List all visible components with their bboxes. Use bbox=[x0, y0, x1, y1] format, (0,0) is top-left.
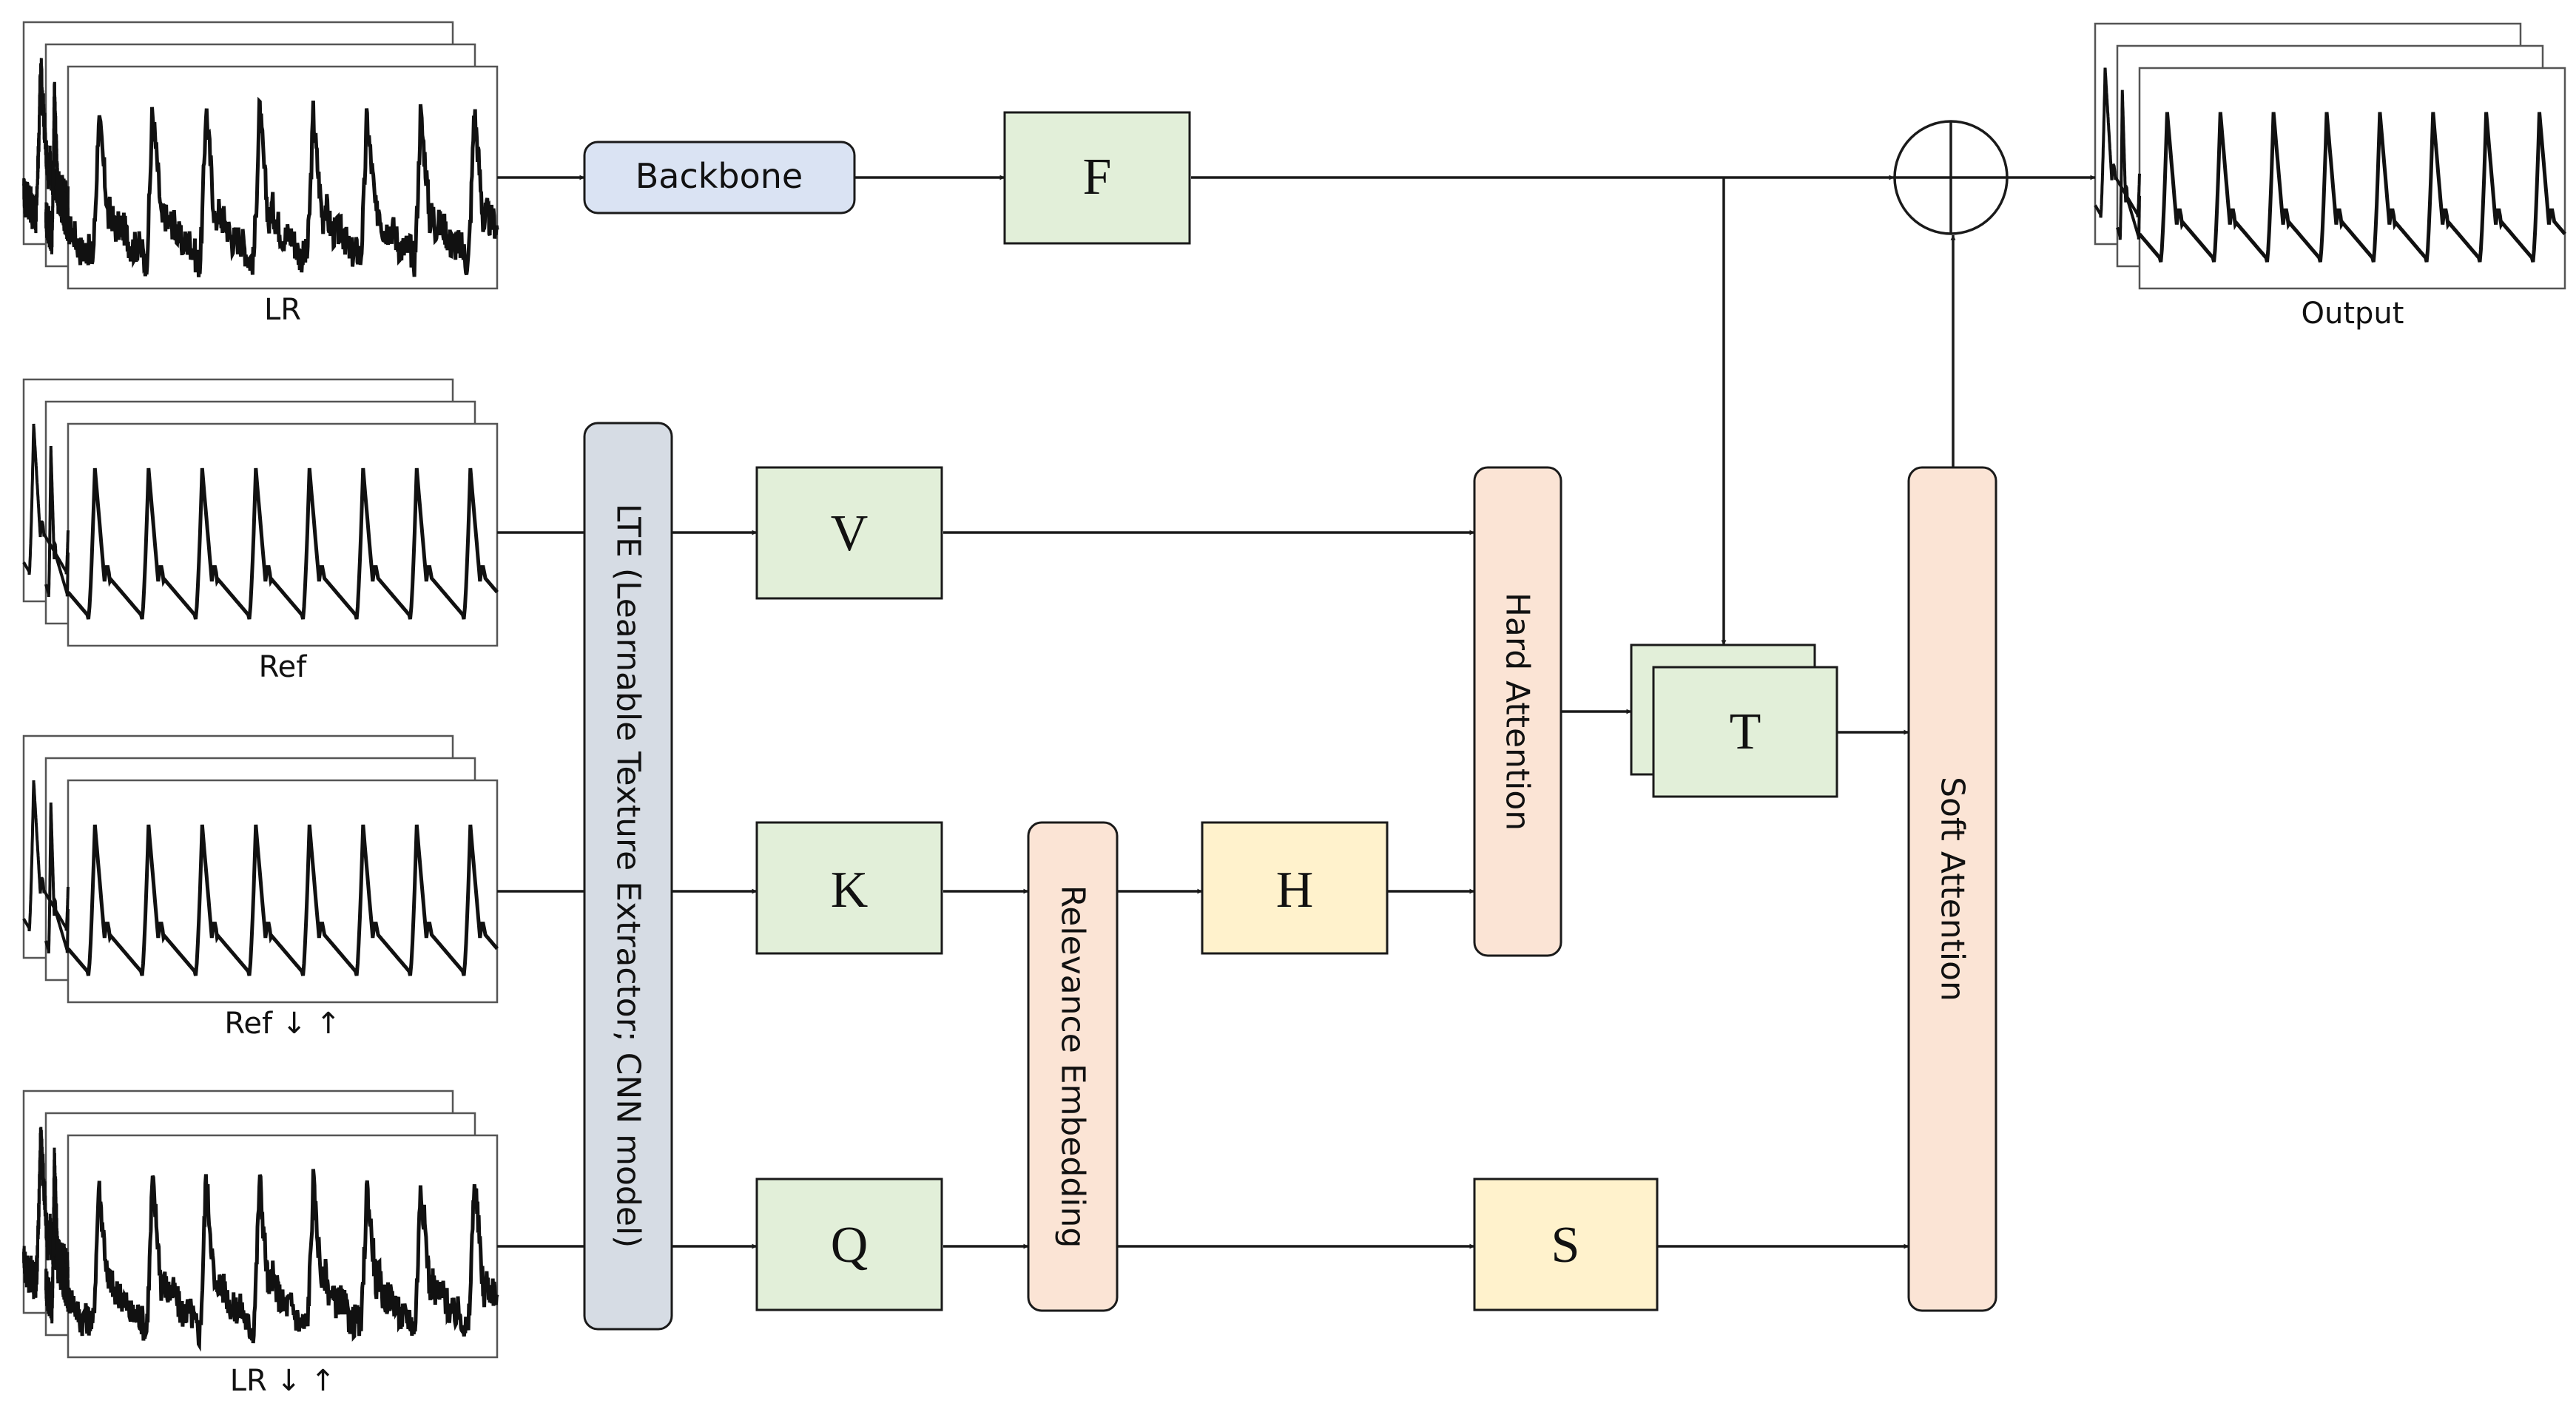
feature-v: V bbox=[755, 466, 943, 600]
feature-k: K bbox=[755, 821, 943, 955]
svg-text:F: F bbox=[1083, 149, 1112, 206]
ref-down-up-input-stack: Ref ↓ ↑ bbox=[22, 734, 499, 1041]
svg-text:H: H bbox=[1276, 862, 1314, 919]
ref-down-up-label: Ref ↓ ↑ bbox=[224, 1007, 340, 1041]
hard-attention-label: Hard Attention bbox=[1499, 592, 1537, 831]
svg-text:V: V bbox=[831, 505, 869, 562]
ref-down-up-waveform bbox=[67, 824, 499, 976]
svg-text:S: S bbox=[1551, 1217, 1580, 1274]
lr-label: LR bbox=[264, 293, 301, 327]
ref-label: Ref bbox=[259, 650, 308, 684]
relevance-embedding-label: Relevance Embedding bbox=[1054, 885, 1092, 1249]
lr-waveform bbox=[66, 96, 499, 277]
feature-s: S bbox=[1473, 1178, 1659, 1311]
output-stack: Output bbox=[2094, 22, 2566, 331]
ref-input-stack: Ref bbox=[22, 378, 499, 684]
connectors bbox=[497, 175, 2096, 1249]
lr-down-up-waveform bbox=[66, 1169, 499, 1352]
svg-text:T: T bbox=[1730, 703, 1761, 760]
svg-text:Q: Q bbox=[831, 1217, 869, 1274]
output-label: Output bbox=[2302, 297, 2404, 331]
ref-waveform bbox=[67, 467, 499, 620]
lr-down-up-label: LR ↓ ↑ bbox=[230, 1364, 336, 1398]
lte-label: LTE (Learnable Texture Extractor; CNN mo… bbox=[610, 504, 647, 1249]
relevance-embedding-block: Relevance Embedding bbox=[1027, 821, 1119, 1312]
feature-q: Q bbox=[755, 1178, 943, 1311]
soft-attention-block: Soft Attention bbox=[1907, 466, 1997, 1312]
hard-attention-block: Hard Attention bbox=[1473, 466, 1562, 957]
lr-input-stack: LR bbox=[22, 21, 499, 327]
feature-t: T bbox=[1630, 643, 1838, 798]
lte-block: LTE (Learnable Texture Extractor; CNN mo… bbox=[583, 422, 673, 1331]
feature-h: H bbox=[1201, 821, 1389, 955]
lr-down-up-input-stack: LR ↓ ↑ bbox=[22, 1090, 499, 1398]
feature-f: F bbox=[1003, 111, 1191, 245]
backbone-block: Backbone bbox=[583, 141, 856, 214]
sum-node bbox=[1893, 120, 2009, 235]
output-waveform bbox=[2138, 112, 2566, 263]
svg-text:K: K bbox=[831, 862, 869, 919]
soft-attention-label: Soft Attention bbox=[1934, 777, 1972, 1001]
backbone-label: Backbone bbox=[635, 156, 803, 196]
